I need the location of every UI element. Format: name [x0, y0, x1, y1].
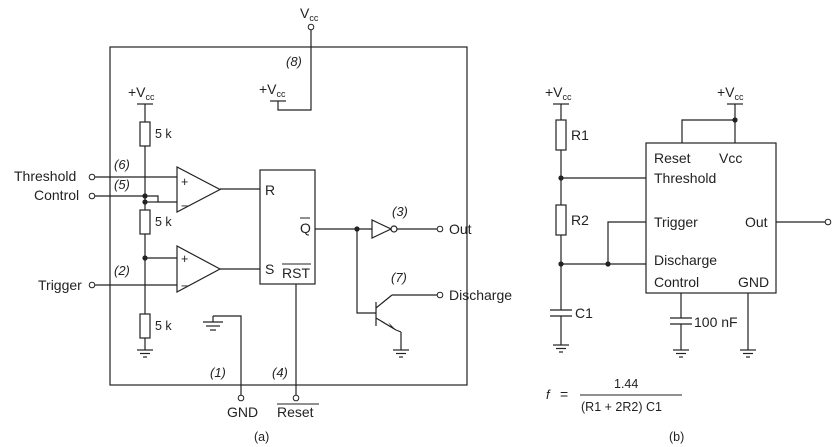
comparator-lower [176, 244, 222, 294]
reset-terminal[interactable] [292, 394, 300, 402]
reset-label: Reset [277, 404, 314, 420]
vcc-top-wire [277, 30, 312, 111]
pin8-label: (8) [286, 54, 302, 69]
vcc-inner-label: +Vcc [259, 81, 286, 99]
ff-rst-label: RST [282, 265, 310, 281]
chip-control-label: Control [654, 274, 699, 290]
comparator-upper [176, 166, 222, 213]
comp1-minus: − [181, 199, 188, 213]
resistor-5k-top [139, 121, 151, 147]
pin1-label: (1) [210, 365, 226, 380]
resistor-5k-bottom [139, 313, 151, 339]
cap-label: 100 nF [694, 314, 738, 330]
flip-flop [259, 169, 316, 285]
trigger-label: Trigger [38, 277, 82, 293]
r2-label-right: R2 [571, 212, 589, 228]
chip-gnd-label: GND [738, 274, 769, 290]
ff-r-label: R [265, 182, 275, 198]
chip-out-terminal[interactable] [824, 218, 832, 226]
comp1-plus: + [181, 175, 188, 189]
pin7-label: (7) [391, 270, 407, 285]
chip-555 [645, 142, 777, 294]
formula-denominator: (R1 + 2R2) C1 [581, 400, 662, 414]
r1-label-right: R1 [571, 127, 589, 143]
threshold-terminal[interactable] [88, 173, 96, 181]
formula-numerator: 1.44 [614, 377, 638, 391]
control-terminal[interactable] [88, 192, 96, 200]
caption-b: (b) [669, 430, 684, 444]
gnd-label: GND [227, 404, 258, 420]
threshold-label: Threshold [14, 168, 76, 184]
out-terminal[interactable] [436, 225, 444, 233]
ground-symbol-cap [673, 349, 689, 358]
control-label: Control [34, 187, 79, 203]
formula-eq: = [560, 386, 568, 402]
formula-f: f [546, 387, 551, 402]
ground-symbol-internal [203, 316, 223, 331]
comp2-minus: − [181, 279, 188, 293]
discharge-terminal[interactable] [436, 291, 444, 299]
ground-symbol-transistor [393, 349, 409, 358]
pin3-label: (3) [392, 204, 408, 219]
output-inverter [371, 219, 393, 239]
ff-q-label: Q [300, 220, 311, 236]
pin4-label: (4) [272, 365, 288, 380]
internal-block-diagram: Vcc (8) +Vcc +Vcc 5 k 5 k 5 k Threshold … [14, 5, 512, 444]
chip-trigger-label: Trigger [654, 214, 698, 230]
pin5-label: (5) [114, 177, 130, 192]
vcc-top-label: Vcc [300, 5, 319, 23]
ff-s-label: S [265, 261, 274, 277]
chip-discharge-label: Discharge [654, 252, 717, 268]
frequency-formula: f = 1.44 (R1 + 2R2) C1 [546, 377, 682, 414]
caption-a: (a) [254, 430, 269, 444]
astable-circuit: +Vcc R1 R2 C1 Reset Vcc Threshold Trigge… [545, 84, 832, 444]
ground-symbol-divider [137, 349, 153, 358]
vcc-chip-label: +Vcc [717, 84, 744, 102]
pin2-label: (2) [114, 263, 130, 278]
pin6-label: (6) [114, 157, 130, 172]
chip-threshold-label: Threshold [654, 170, 716, 186]
vcc-left-label: +Vcc [128, 84, 155, 102]
resistor-5k-mid [139, 209, 151, 235]
trigger-terminal[interactable] [88, 281, 96, 289]
ground-symbol-c1 [553, 344, 569, 353]
chip-reset-label: Reset [654, 150, 691, 166]
ground-symbol-chip [740, 349, 756, 358]
comp2-plus: + [181, 252, 188, 266]
gnd-terminal[interactable] [237, 394, 245, 402]
r3-label: 5 k [155, 319, 172, 333]
resistor-r1 [555, 119, 567, 151]
r2-label: 5 k [155, 215, 172, 229]
discharge-label: Discharge [449, 287, 512, 303]
chip-outline [109, 46, 468, 386]
vcc-right-label: +Vcc [545, 84, 572, 102]
c1-label: C1 [575, 305, 593, 321]
resistor-r2 [555, 204, 567, 236]
vcc-top-terminal [307, 23, 315, 31]
r1-label: 5 k [155, 127, 172, 141]
out-label: Out [449, 221, 472, 237]
chip-vcc-label: Vcc [719, 150, 742, 166]
chip-out-label: Out [745, 214, 768, 230]
